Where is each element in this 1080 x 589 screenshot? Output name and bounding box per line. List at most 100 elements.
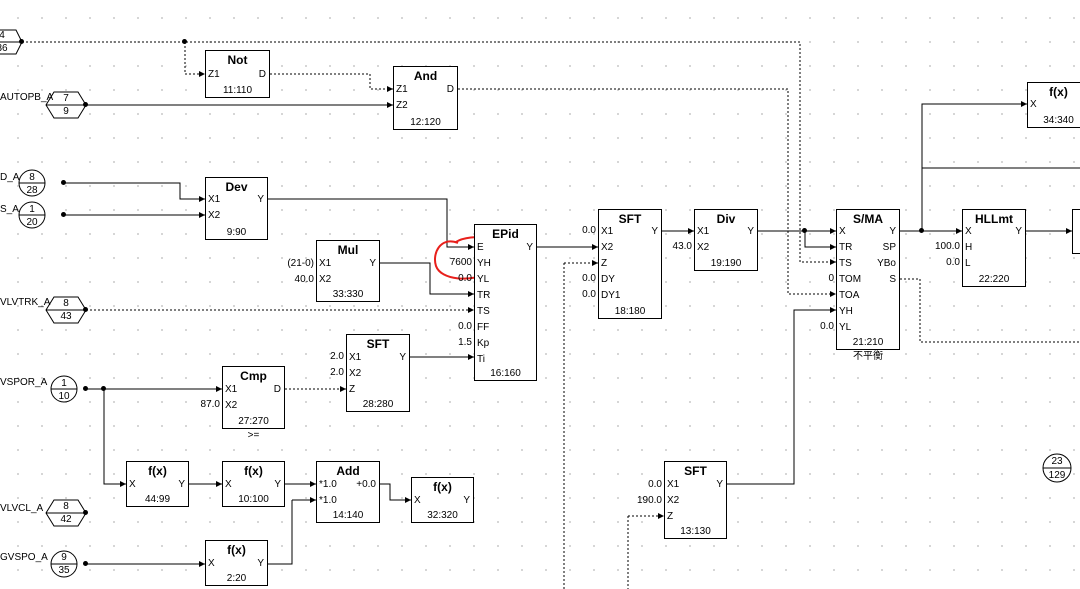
- arrow-head: [688, 228, 694, 234]
- junction-dot: [101, 386, 106, 391]
- block-title: f(x): [148, 464, 167, 478]
- port-x2: X2: [349, 368, 362, 379]
- block-title: HLLmt: [975, 212, 1013, 226]
- sma-note: 不平衡: [853, 351, 883, 362]
- cmp-block[interactable]: Cmp X1 X2 D 27:270: [222, 366, 285, 429]
- port-x: X: [965, 226, 972, 237]
- port-x1: X1: [697, 226, 710, 237]
- arrow-head: [468, 354, 474, 360]
- port-y: Y: [399, 352, 406, 363]
- junction-dot: [61, 212, 66, 217]
- block-title: f(x): [244, 464, 263, 478]
- block-ref: 18:180: [614, 306, 646, 317]
- add-block[interactable]: Add *1.0 *1.0 +0.0 14:140: [316, 461, 380, 523]
- port-x: X: [1030, 99, 1037, 110]
- not-block[interactable]: Not Z1 D 11:110: [205, 50, 270, 98]
- const-sft1-x1: 0.0: [582, 225, 596, 236]
- port-in1: *1.0: [319, 479, 337, 490]
- port-ff: FF: [477, 322, 490, 333]
- port-ybo: YBo: [877, 258, 896, 269]
- tag-bottom: 43: [60, 311, 72, 322]
- block-ref: 33:330: [332, 289, 364, 300]
- block-title: Cmp: [240, 369, 267, 383]
- const-epid-ff: 0.0: [458, 321, 472, 332]
- tag-top: 8: [63, 298, 69, 309]
- cmp-note: >=: [247, 430, 260, 441]
- block-title: f(x): [433, 480, 452, 494]
- block-ref: 2:20: [226, 573, 247, 584]
- block-ref: 10:100: [238, 494, 269, 505]
- tag-bottom: 9: [63, 106, 69, 117]
- port-y: Y: [747, 226, 754, 237]
- arrow-head: [468, 307, 474, 313]
- sft-block-28[interactable]: SFT X1 X2 Z Y 28:280: [346, 334, 410, 412]
- port-x: X: [129, 479, 136, 490]
- block-ref: 9:90: [226, 227, 247, 238]
- port-in2: *1.0: [319, 495, 337, 506]
- port-d: D: [258, 69, 266, 80]
- block-ref: 32:320: [427, 510, 458, 521]
- block-title: f(x): [1049, 85, 1068, 99]
- div-block[interactable]: Div X1 X2 Y 19:190: [694, 209, 758, 271]
- arrow-head: [387, 86, 393, 92]
- block-ref: 27:270: [238, 416, 269, 427]
- arrow-head: [199, 196, 205, 202]
- const-sft1-dy: 0.0: [582, 273, 596, 284]
- fx-block-34[interactable]: f(x) X 34:340: [1027, 82, 1080, 128]
- arrow-head: [216, 386, 222, 392]
- sma-block[interactable]: S/MA X TR TS TOM TOA YH YL Y SP YBo S 21…: [836, 209, 900, 350]
- and-block[interactable]: And Z1 Z2 D 12:120: [393, 66, 458, 130]
- block-ref: 12:120: [410, 117, 441, 128]
- tag-name: AUTOPB_A: [0, 92, 54, 103]
- epid-block[interactable]: EPid E YH YL TR TS FF Kp Ti Y 16:160: [474, 224, 537, 381]
- fx-block-2[interactable]: f(x) X Y 2:20: [205, 540, 268, 586]
- port-x2: X2: [667, 495, 680, 506]
- port-x: X: [839, 226, 846, 237]
- const-sft13-x2: 190.0: [636, 495, 662, 506]
- block-ref: 44:99: [144, 494, 171, 505]
- tag-name: D_A: [0, 172, 20, 183]
- hllmt-block[interactable]: HLLmt X H L Y 22:220: [962, 209, 1026, 287]
- arrow-head: [592, 260, 598, 266]
- port-x: X: [225, 479, 232, 490]
- block-ref: 13:130: [680, 526, 711, 537]
- tag-bottom: 10: [58, 391, 70, 402]
- fx-block-10[interactable]: f(x) X Y 10:100: [222, 461, 285, 507]
- fx-block-44[interactable]: f(x) X Y 44:99: [126, 461, 189, 507]
- block-title: Dev: [225, 180, 248, 194]
- sft-block-13[interactable]: SFT X1 X2 Z Y 13:130: [664, 461, 727, 539]
- tag-bottom: 28: [26, 185, 38, 196]
- block-title: Add: [336, 464, 360, 478]
- port-tom: TOM: [839, 274, 862, 285]
- arrow-head: [468, 291, 474, 297]
- const-hll-h: 100.0: [934, 241, 960, 252]
- port-kp: Kp: [477, 338, 490, 349]
- dev-block[interactable]: Dev X1 X2 Y 9:90: [205, 177, 268, 240]
- port-y: Y: [463, 495, 470, 506]
- const-sft28-x1: 2.0: [330, 351, 344, 362]
- port-x1: X1: [667, 479, 680, 490]
- offscreen-block[interactable]: [1072, 209, 1080, 254]
- port-s: S: [889, 274, 896, 285]
- tag-top: 1: [29, 204, 35, 215]
- const-sft1-dy1: 0.0: [582, 289, 596, 300]
- page-ref-top: 23: [1051, 456, 1063, 467]
- port-dy1: DY1: [601, 290, 621, 301]
- sft-block-18[interactable]: SFT X1 X2 Z DY DY1 Y 18:180: [598, 209, 662, 319]
- const-cmp-x2: 87.0: [200, 399, 220, 410]
- arrow-head: [199, 561, 205, 567]
- mul-block[interactable]: Mul X1 X2 Y 33:330: [316, 240, 380, 302]
- port-x2: X2: [319, 274, 332, 285]
- port-x2: X2: [601, 242, 614, 253]
- block-title: SFT: [366, 337, 390, 351]
- port-y: Y: [1015, 226, 1022, 237]
- fx-block-32[interactable]: f(x) X Y 32:320: [411, 477, 474, 523]
- block-title: f(x): [227, 543, 246, 557]
- port-tr: TR: [839, 242, 853, 253]
- block-title: Not: [227, 53, 248, 67]
- block-title: And: [413, 69, 438, 83]
- port-y: Y: [178, 479, 185, 490]
- arrow-head: [387, 102, 393, 108]
- junction-dot: [19, 39, 24, 44]
